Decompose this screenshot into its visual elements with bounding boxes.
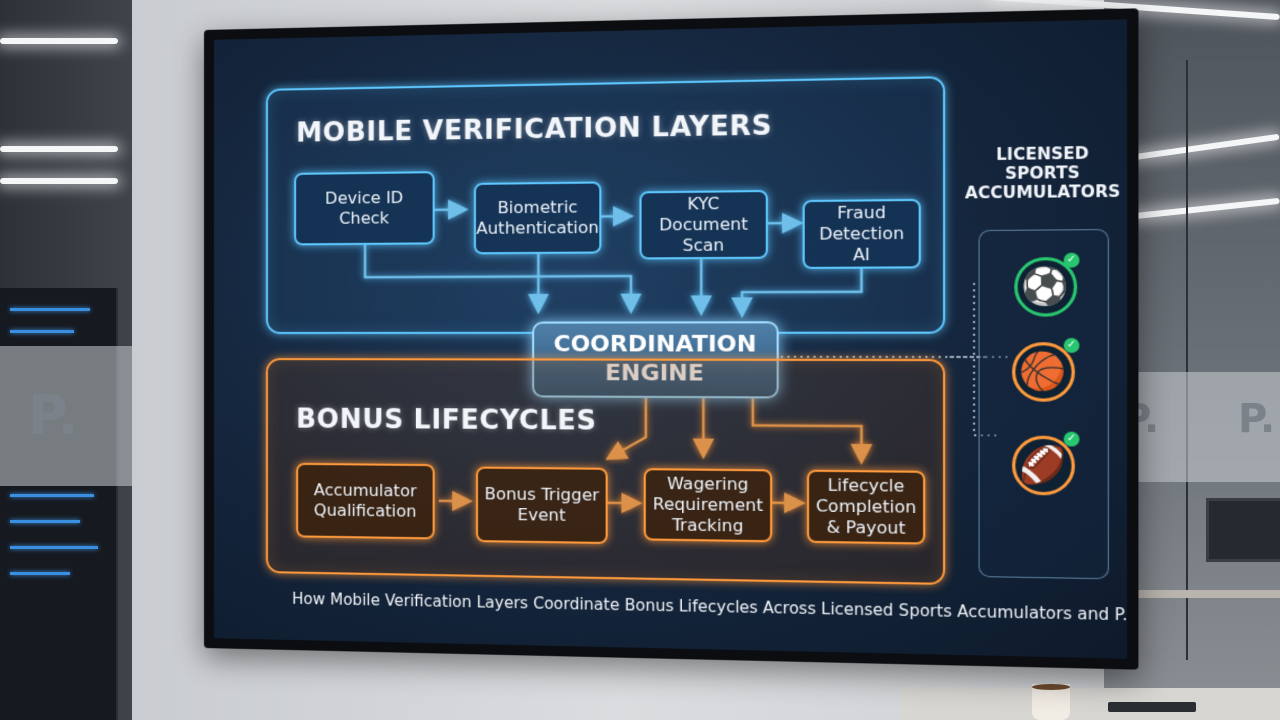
accumulators-title: LICENSED SPORTS ACCUMULATORS	[965, 143, 1121, 203]
rack-led	[10, 520, 80, 523]
step-wagering-requirement-tracking: Wagering Requirement Tracking	[643, 468, 773, 543]
tablet	[1108, 702, 1196, 712]
glass-logo: P.	[1238, 396, 1276, 442]
meeting-table	[900, 688, 1280, 720]
bonus-title: BONUS LIFECYCLES	[296, 404, 597, 437]
rack-led	[10, 546, 98, 549]
step-biometric-authentication: Biometric Authentication	[473, 181, 602, 255]
step-kyc-document-scan: KYC Document Scan	[639, 189, 768, 260]
glass-frame	[1186, 60, 1188, 660]
check-icon: ✓	[1063, 337, 1080, 353]
rack-led	[10, 308, 90, 311]
coffee-cup	[1032, 684, 1070, 720]
desk	[1104, 590, 1280, 598]
ceiling-light	[0, 146, 118, 152]
ceiling-light	[0, 38, 118, 44]
rack-led	[10, 572, 70, 575]
frosted-glass-band	[0, 346, 132, 486]
step-device-id-check: Device ID Check	[294, 171, 435, 246]
rack-led	[10, 330, 74, 333]
display-screen: MOBILE VERIFICATION LAYERS Device ID Che…	[214, 19, 1127, 658]
step-lifecycle-completion-payout: Lifecycle Completion & Payout	[806, 469, 926, 545]
rack-led	[10, 494, 94, 497]
step-accumulator-qualification: Accumulator Qualification	[296, 462, 435, 540]
basketball-icon: 🏀	[1012, 342, 1075, 402]
check-icon: ✓	[1063, 252, 1080, 268]
step-fraud-detection-ai: Fraud Detection AI	[802, 198, 921, 269]
check-icon: ✓	[1063, 431, 1080, 447]
wall-display: MOBILE VERIFICATION LAYERS Device ID Che…	[204, 8, 1138, 669]
step-bonus-trigger-event: Bonus Trigger Event	[475, 466, 608, 545]
coffee-surface	[1032, 684, 1070, 690]
desk-monitor	[1206, 498, 1280, 562]
glass-logo: P.	[28, 384, 79, 447]
ceiling-light	[0, 178, 118, 184]
